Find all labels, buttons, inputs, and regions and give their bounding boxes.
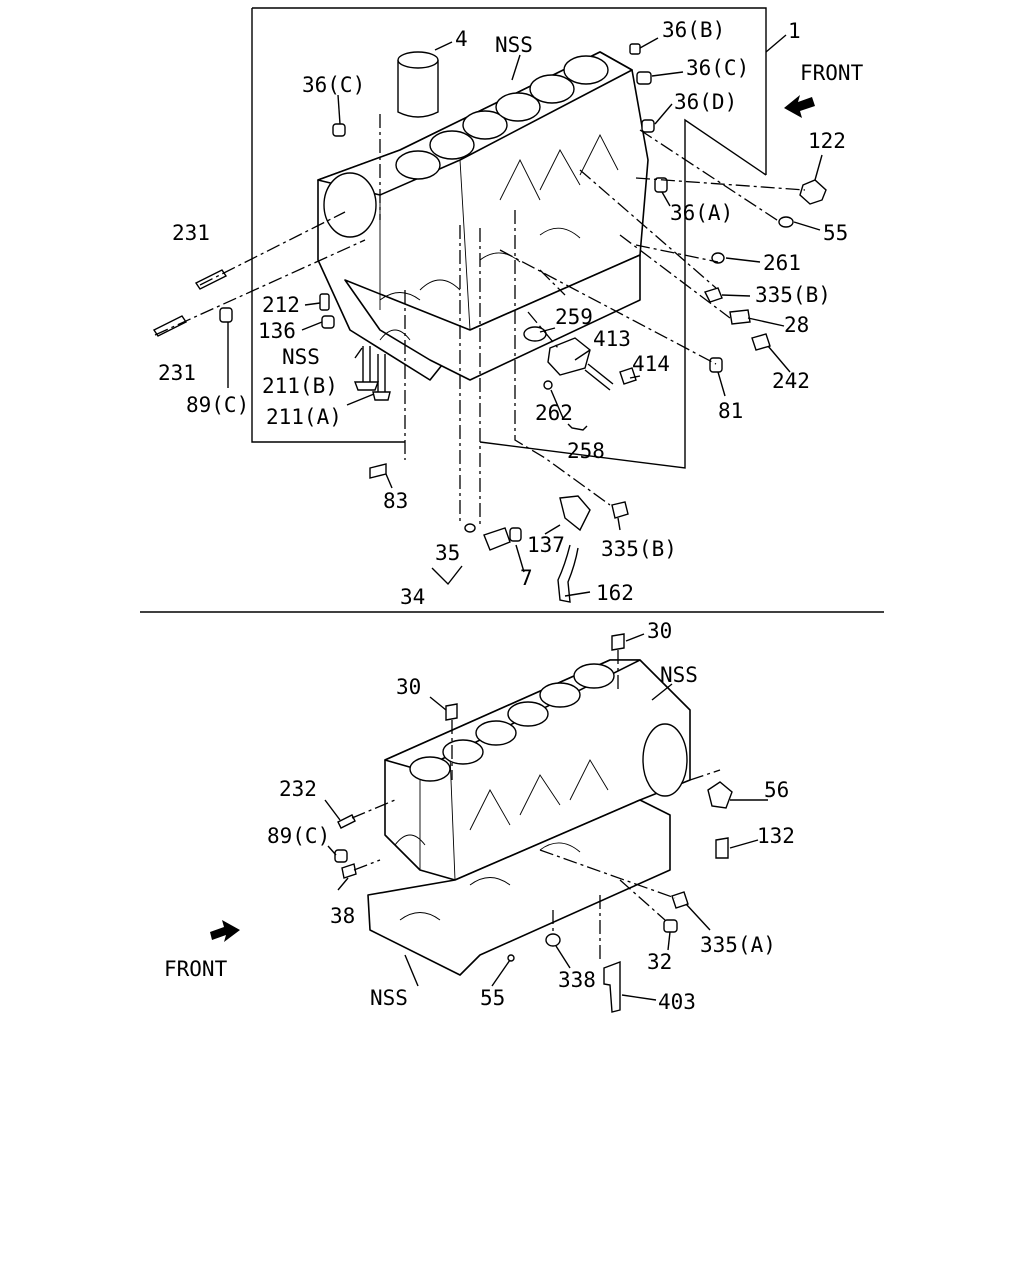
label-36d: 36(D) [674,90,737,114]
leader-lines-top [227,34,823,597]
label-211a: 211(A) [266,405,342,429]
front-arrow-bottom [210,920,240,942]
label-231-a: 231 [172,221,210,245]
part-labels-top: FRONT 4 NSS 36(B) 1 36(C) 36(C) 36(D) 12… [158,18,864,609]
label-36a: 36(A) [670,201,733,225]
label-35: 35 [435,541,460,565]
label-1: 1 [788,19,801,43]
label-81: 81 [718,399,743,423]
label-front-bottom: FRONT [164,957,228,981]
label-36b: 36(B) [662,18,725,42]
label-4: 4 [455,27,468,51]
label-30-a: 30 [647,619,672,643]
label-89c-bottom: 89(C) [267,824,330,848]
label-55-top: 55 [823,221,848,245]
label-28: 28 [784,313,809,337]
label-7: 7 [520,566,533,590]
label-259: 259 [555,305,593,329]
label-232: 232 [279,777,317,801]
label-335b-2: 335(B) [601,537,677,561]
leader-lines-bottom [324,633,768,1001]
label-front-top: FRONT [800,61,864,85]
label-242: 242 [772,369,810,393]
label-nss-bottom1: NSS [660,663,698,687]
small-parts-top [152,43,827,603]
label-56: 56 [764,778,789,802]
label-55-bottom: 55 [480,986,505,1010]
label-261: 261 [763,251,801,275]
bottom-assembly: 30 30 NSS 232 56 89(C) 132 38 335(A) FRO… [164,619,795,1014]
label-262: 262 [535,401,573,425]
label-231-b: 231 [158,361,196,385]
label-nss-top1: NSS [495,33,533,57]
label-414: 414 [632,352,670,376]
label-403: 403 [658,990,696,1014]
part-labels-bottom: 30 30 NSS 232 56 89(C) 132 38 335(A) FRO… [164,619,795,1014]
center-lines-top [154,114,806,528]
label-34: 34 [400,585,425,609]
label-122: 122 [808,129,846,153]
label-136: 136 [258,319,296,343]
label-335a: 335(A) [700,933,776,957]
label-38: 38 [330,904,355,928]
label-89c-top: 89(C) [186,393,249,417]
front-arrow-top [784,95,815,118]
cylinder-block-bottom [367,659,691,976]
label-137: 137 [527,533,565,557]
label-30-b: 30 [396,675,421,699]
label-nss-top2: NSS [282,345,320,369]
label-nss-bottom2: NSS [370,986,408,1010]
label-162: 162 [596,581,634,605]
label-258: 258 [567,439,605,463]
label-413: 413 [593,327,631,351]
label-338: 338 [558,968,596,992]
assembly-bracket-outline [251,7,767,469]
cylinder-liner [397,51,439,118]
top-assembly: FRONT 4 NSS 36(B) 1 36(C) 36(C) 36(D) 12… [152,7,864,609]
label-132: 132 [757,824,795,848]
label-36c-left: 36(C) [302,73,365,97]
label-83: 83 [383,489,408,513]
label-32: 32 [647,950,672,974]
label-211b: 211(B) [262,374,338,398]
label-335b-1: 335(B) [755,283,831,307]
label-212: 212 [262,293,300,317]
center-lines-bottom [351,650,721,960]
small-parts-bottom [334,633,733,1013]
label-36c-right: 36(C) [686,56,749,80]
cylinder-block-top [317,51,649,381]
